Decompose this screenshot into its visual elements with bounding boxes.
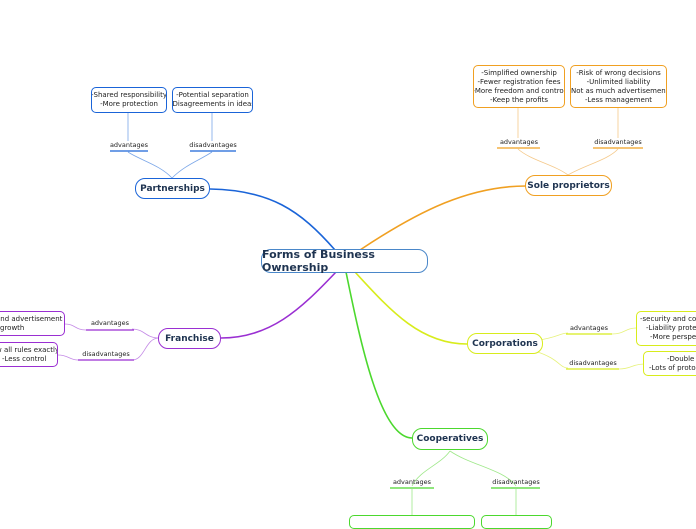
partnerships-dis-line: -Potential separation [176, 91, 249, 99]
topic-corporations-label: Corporations [472, 338, 538, 349]
topic-cooperatives-label: Cooperatives [416, 434, 484, 444]
topic-franchise-label: Franchise [165, 333, 214, 344]
sole-advantages-box[interactable]: -Simplified ownership -Fewer registratio… [473, 65, 565, 108]
cooperatives-advantages-label[interactable]: advantages [392, 478, 432, 486]
topic-franchise[interactable]: Franchise [158, 328, 221, 349]
sole-dis-line: -Risk of wrong decisions [576, 68, 661, 77]
cooperatives-disadvantages-box[interactable] [481, 515, 552, 529]
sole-disadvantages-label[interactable]: disadvantages [594, 138, 642, 146]
franchise-dis-line: w all rules exactly [0, 345, 58, 354]
partnerships-disadvantages-box[interactable]: -Potential separation -Disagreements in … [172, 87, 253, 113]
topic-sole-proprietors-label: Sole proprietors [527, 180, 610, 191]
topic-partnerships-label: Partnerships [140, 183, 205, 194]
corporations-advantages-label[interactable]: advantages [569, 324, 609, 332]
franchise-adv-line: and advertisement [0, 314, 63, 323]
topic-cooperatives[interactable]: Cooperatives [412, 428, 488, 450]
corporations-adv-line: -Liability protect [646, 324, 696, 332]
corporations-dis-line: -Double ta [667, 354, 696, 363]
topic-partnerships[interactable]: Partnerships [135, 178, 210, 199]
franchise-dis-line: -Less control [2, 354, 47, 363]
partnerships-adv-line: -Shared responsibility [91, 91, 167, 99]
franchise-advantages-box[interactable]: and advertisement growth [0, 311, 65, 336]
connector-sole [359, 185, 527, 251]
cooperatives-advantages-box[interactable] [349, 515, 475, 529]
sole-adv-line: -Fewer registration fees [477, 77, 561, 86]
corporations-dis-line: -Lots of protoco [649, 363, 696, 372]
sole-dis-line: -Unlimited liability [586, 77, 651, 86]
partnerships-dis-line: -Disagreements in ideas [172, 100, 253, 108]
corporations-adv-line: -security and conti [640, 315, 696, 323]
partnerships-adv-line: -More protection [100, 100, 158, 108]
sole-adv-line: -Keep the profits [489, 95, 548, 104]
partnerships-disadvantages-label[interactable]: disadvantages [189, 141, 237, 149]
connector-cooperatives [345, 271, 413, 439]
franchise-adv-line: growth [0, 323, 25, 332]
corporations-disadvantages-label[interactable]: disadvantages [569, 359, 617, 367]
franchise-disadvantages-box[interactable]: w all rules exactly -Less control [0, 342, 58, 367]
central-topic[interactable]: Forms of Business Ownership [261, 248, 428, 274]
corporations-adv-line: -More perspectiv [650, 333, 696, 341]
sole-advantages-label[interactable]: advantages [499, 138, 539, 146]
sole-dis-line: -Not as much advertisement [570, 86, 667, 95]
sole-disadvantages-box[interactable]: -Risk of wrong decisions -Unlimited liab… [570, 65, 667, 108]
connector-corporations [354, 271, 468, 345]
corporations-advantages-box[interactable]: -security and conti -Liability protect -… [636, 311, 696, 346]
partnerships-advantages-label[interactable]: advantages [109, 141, 149, 149]
cooperatives-disadvantages-label[interactable]: disadvantages [492, 478, 540, 486]
franchise-advantages-label[interactable]: advantages [90, 319, 130, 327]
corporations-disadvantages-box[interactable]: -Double ta -Lots of protoco [643, 351, 696, 376]
topic-corporations[interactable]: Corporations [467, 333, 543, 354]
connector-partnerships [209, 188, 336, 251]
central-topic-label: Forms of Business Ownership [262, 248, 375, 274]
franchise-disadvantages-label[interactable]: disadvantages [82, 350, 130, 358]
sole-dis-line: -Less management [584, 95, 653, 104]
topic-sole-proprietors[interactable]: Sole proprietors [525, 175, 612, 196]
partnerships-advantages-box[interactable]: -Shared responsibility -More protection [91, 87, 167, 113]
sole-adv-line: -More freedom and control [473, 86, 565, 95]
sole-adv-line: -Simplified ownership [481, 68, 557, 77]
connector-franchise [220, 271, 337, 339]
